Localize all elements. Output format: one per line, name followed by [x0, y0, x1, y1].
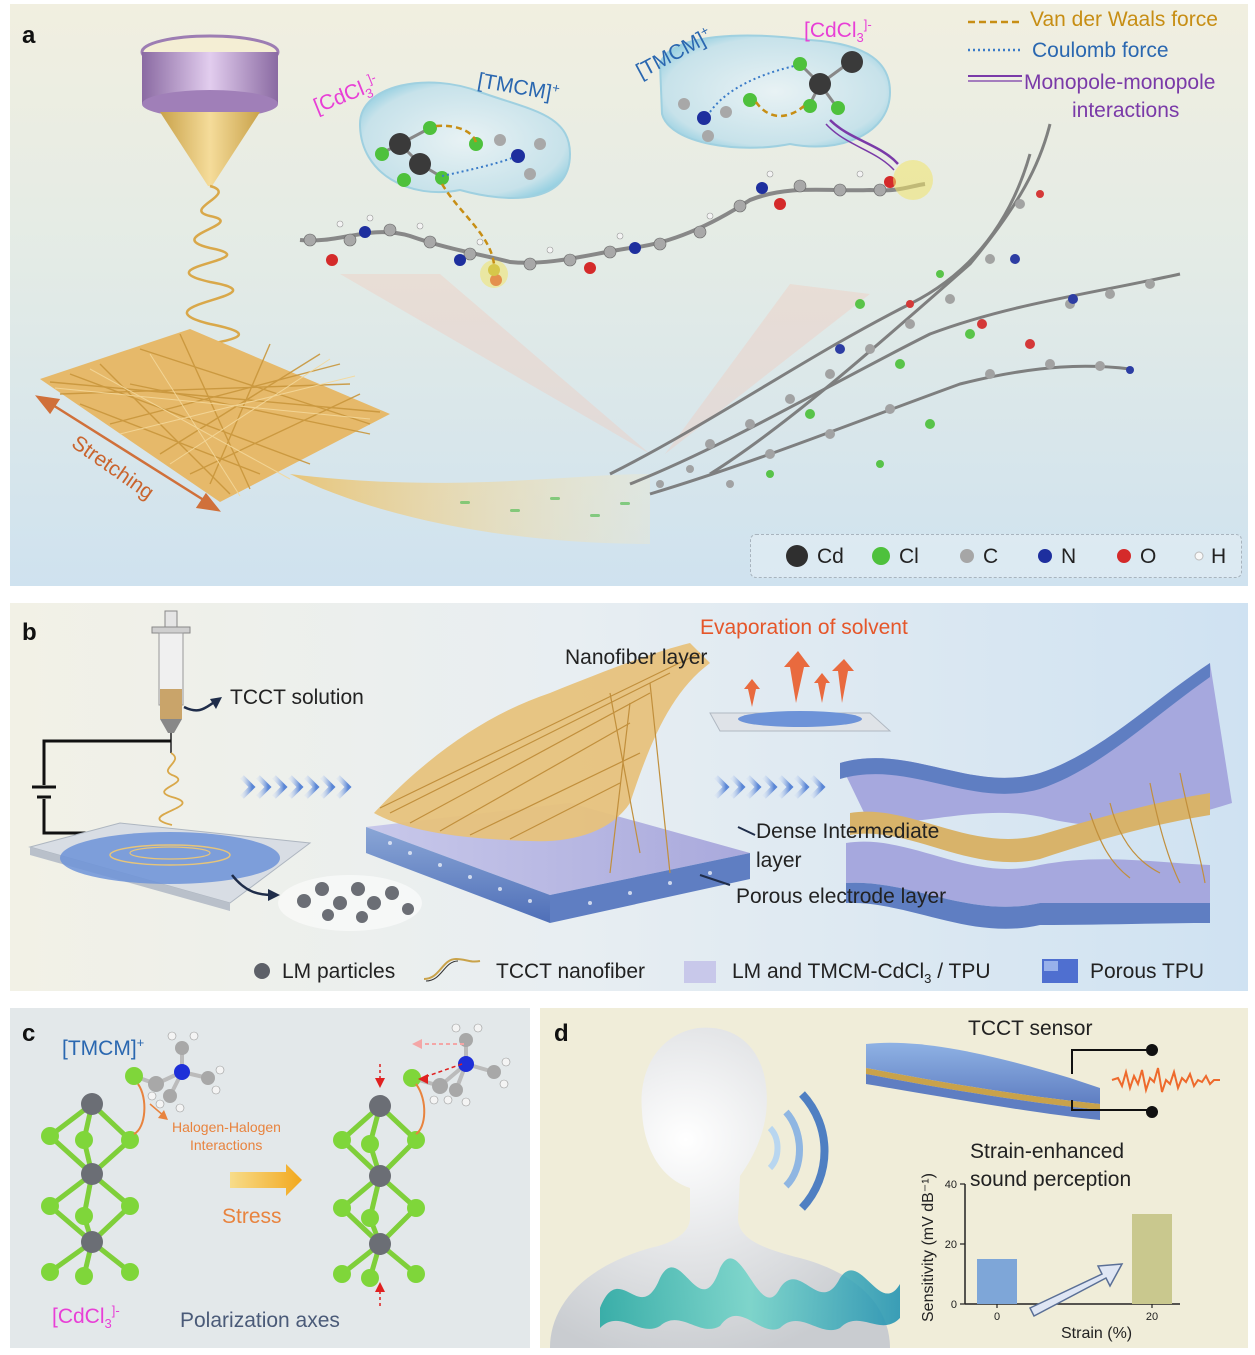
tmcm-molecule-left: [125, 1031, 225, 1113]
stress-arrow: [230, 1164, 302, 1196]
legend-coulomb: Coulomb force: [1032, 39, 1169, 62]
atom-label-o: O: [1140, 545, 1157, 568]
legend-porous-tpu: Porous TPU: [1090, 960, 1204, 983]
chart-y-tick-label: 20: [945, 1239, 957, 1251]
sensor-label: TCCT sensor: [968, 1017, 1093, 1040]
legend-monopole-2: interactions: [1072, 99, 1180, 122]
caption-line-2: sound perception: [970, 1168, 1132, 1191]
sound-wave-ribbon: [600, 1258, 900, 1331]
chart-x-tick-label: 0: [994, 1311, 1000, 1323]
panel-d-label: d: [554, 1020, 569, 1047]
panel-d: 0 20 40 0 20 d TCCT sensor Strain-enhanced s…: [540, 1008, 1248, 1348]
cdcl3-chain-left: [41, 1093, 139, 1285]
process-chevrons-1: [240, 775, 352, 799]
sensor-electrodes: [1071, 1044, 1158, 1118]
caption-line-1: Strain-enhanced: [970, 1140, 1125, 1163]
legend-tcct-nanofiber: TCCT nanofiber: [496, 960, 646, 983]
signal-trace: [1111, 1067, 1220, 1094]
porous-layer-label: Porous electrode layer: [736, 885, 947, 908]
sound-wave-icon: [767, 1091, 829, 1211]
atom-label-c: C: [983, 545, 999, 568]
panel-a-illustration: [35, 20, 1181, 544]
polarization-label: Polarization axes: [180, 1309, 340, 1332]
evaporation-label: Evaporation of solvent: [700, 616, 908, 639]
tcct-sensor: [866, 1042, 1100, 1120]
panel-a: a Van der Waals force Coulomb force Mono…: [10, 4, 1248, 586]
chart-bar: [1132, 1214, 1172, 1304]
halogen-label-1: Halogen-Halogen: [172, 1119, 281, 1135]
legend-lm-particles: LM particles: [282, 960, 396, 983]
panel-d-illustration: 0 20 40 0 20: [550, 1027, 1220, 1348]
nanofiber-mat: [40, 329, 390, 502]
force-legend-lines: [968, 20, 1022, 82]
panel-c-illustration: [41, 1023, 511, 1306]
atom-legend-dots: [786, 545, 1204, 567]
panel-b-label: b: [22, 619, 37, 646]
panel-c-label: c: [22, 1020, 36, 1047]
chart-y-tick-label: 40: [945, 1179, 957, 1191]
syringe: [151, 610, 191, 753]
legend-monopole-1: Monopole-monopole: [1024, 71, 1216, 94]
stress-label: Stress: [222, 1205, 282, 1228]
panel-a-label: a: [22, 22, 36, 49]
dense-layer-label-1: Dense Intermediate: [756, 820, 940, 843]
legend-van-der-waals: Van der Waals force: [1030, 8, 1218, 31]
fiber-spiral: [180, 184, 240, 366]
atom-label-cd: Cd: [817, 545, 844, 568]
stretch-arrow: [35, 395, 221, 512]
atom-label-h: H: [1211, 545, 1227, 568]
dense-layer-label-2: layer: [756, 849, 802, 872]
tpu-chain: [299, 160, 933, 288]
circuit: [32, 739, 171, 835]
layered-structure-middle: [366, 643, 750, 923]
lm-particle-cluster: [278, 875, 422, 931]
chart-y-tick-label: 0: [951, 1299, 957, 1311]
electrospinning-nozzle: [140, 34, 280, 186]
process-chevrons-2: [714, 775, 826, 799]
tmcm-label: [TMCM]+: [62, 1035, 145, 1060]
sensitivity-chart: 0 20 40 0 20: [945, 1179, 1180, 1323]
cdcl3-chain-right: [333, 1095, 425, 1287]
chart-ylabel: Sensitivity (mV dB⁻¹): [920, 1173, 937, 1322]
ion-pair-bubble-right: [658, 34, 899, 171]
label-cdcl3-right: [CdCl3]-: [804, 17, 872, 46]
nanofiber-layer-label: Nanofiber layer: [565, 646, 708, 669]
chart-xlabel: Strain (%): [1061, 1325, 1133, 1342]
zoom-beam: [290, 474, 650, 544]
chart-bar: [977, 1259, 1017, 1304]
ion-pair-bubble-left: [358, 81, 572, 265]
atom-label-n: N: [1061, 545, 1077, 568]
human-bust: [550, 1027, 890, 1348]
cdcl3-label: [CdCl3]-: [52, 1303, 120, 1332]
tmcm-molecule-right: [403, 1023, 511, 1107]
halogen-label-2: Interactions: [190, 1137, 263, 1153]
tcct-solution-label: TCCT solution: [230, 686, 364, 709]
polymer-cluster: [609, 123, 1181, 496]
atom-label-cl: Cl: [899, 545, 919, 568]
panel-c: c [TMCM]+ Halogen-Halogen Interactions S…: [10, 1008, 530, 1348]
layered-structure-right: [840, 663, 1232, 929]
panel-b-illustration: [28, 610, 1232, 983]
panel-b-legend-icons: [254, 957, 1078, 983]
panel-b: b TCCT solution Evaporation of solvent N…: [10, 603, 1248, 991]
atom-legend: Cd Cl C N O H: [750, 534, 1242, 578]
legend-lm-tmcm: LM and TMCM-CdCl3 / TPU: [732, 960, 991, 987]
evaporation-dish: [709, 651, 892, 732]
trend-arrow: [1028, 1263, 1124, 1318]
chart-x-tick-label: 20: [1146, 1311, 1158, 1323]
